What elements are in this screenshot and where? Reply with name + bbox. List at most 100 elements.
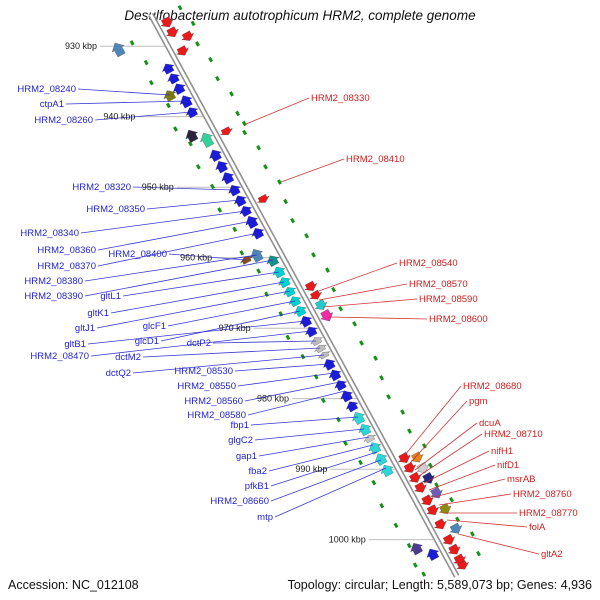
gene-arrow	[314, 344, 327, 354]
gene-arrow	[416, 461, 430, 474]
gene-marker	[215, 75, 220, 82]
gene-arrow	[421, 471, 435, 484]
gene-marker	[241, 120, 247, 127]
tick-label: 980 kbp	[257, 394, 289, 404]
gene-arrow	[233, 195, 247, 208]
leader-line	[414, 422, 478, 471]
leader-line	[84, 254, 258, 282]
gene-label-left: HRM2_08560	[184, 396, 243, 407]
figure-title: Desulfobacterium autotrophicum HRM2, com…	[124, 8, 476, 23]
leader-line	[110, 281, 285, 314]
tick-label: 970 kbp	[219, 323, 251, 333]
gene-marker	[148, 79, 154, 86]
gene-label-right: HRM2_08590	[419, 294, 478, 305]
gene-marker	[335, 416, 341, 423]
gene-arrow	[185, 107, 199, 119]
leader-line	[318, 283, 408, 301]
gene-label-left: glgC2	[228, 435, 253, 446]
gene-marker	[173, 126, 178, 132]
gene-arrow	[209, 149, 223, 163]
gene-arrow	[111, 42, 126, 58]
gene-label-left: dctQ2	[106, 368, 131, 379]
gene-arrow	[318, 351, 331, 360]
leader-line	[132, 186, 235, 191]
gene-marker	[421, 443, 427, 449]
gene-label-left: gltB1	[64, 339, 86, 350]
gene-label-left: HRM2_08470	[30, 351, 89, 362]
leader-line	[423, 450, 490, 484]
leader-line	[96, 290, 291, 329]
gene-arrow	[433, 518, 447, 530]
gene-label-left: HRM2_08340	[20, 228, 79, 239]
gene-arrow	[410, 542, 424, 556]
gene-arrow	[165, 26, 179, 38]
leader-line	[84, 259, 274, 297]
gene-marker	[343, 440, 348, 446]
tick-label: 930 kbp	[65, 41, 97, 51]
leader-line	[250, 416, 359, 426]
gene-arrow	[455, 559, 470, 570]
gene-label-right: HRM2_08410	[346, 154, 405, 165]
gene-arrow	[239, 206, 253, 218]
leader-line	[212, 340, 317, 344]
gene-label-right: HRM2_08760	[513, 489, 572, 500]
leader-line	[270, 459, 382, 502]
gene-arrow	[352, 411, 366, 426]
gene-marker	[208, 56, 214, 63]
gene-label-left: HRM2_08550	[177, 381, 236, 392]
gene-marker	[476, 550, 481, 557]
gene-label-left: fbp1	[231, 420, 250, 431]
gene-arrow	[426, 548, 440, 562]
gene-marker	[421, 571, 427, 577]
gene-arrow	[380, 464, 394, 478]
gene-label-left: gltJ1	[75, 323, 95, 334]
gene-arrow	[179, 95, 193, 109]
gene-label-right: HRM2_08540	[399, 258, 458, 269]
gene-marker	[217, 207, 223, 213]
gene-marker	[311, 252, 316, 258]
gene-arrow	[334, 380, 348, 392]
gene-label-right: HRM2_08680	[463, 381, 522, 392]
gene-arrow	[160, 16, 174, 28]
gene-label-right: gltA2	[541, 549, 563, 560]
gene-marker	[371, 479, 377, 486]
gene-label-left: HRM2_08240	[17, 84, 76, 95]
gene-label-right: HRM2_08570	[409, 279, 468, 290]
gene-arrow	[250, 248, 264, 263]
gene-arrow	[314, 298, 328, 311]
gene-marker	[393, 522, 399, 529]
gene-arrow	[200, 132, 215, 149]
gene-arrow	[293, 306, 308, 318]
leader-line	[446, 519, 528, 528]
gene-label-left: HRM2_08260	[34, 115, 93, 126]
leader-line	[322, 298, 418, 308]
leader-line	[94, 111, 193, 121]
leader-line	[274, 467, 387, 518]
gene-arrow	[322, 359, 337, 371]
gene-label-right: HRM2_08600	[429, 314, 488, 325]
gene-marker	[129, 40, 135, 46]
gene-marker	[256, 268, 262, 274]
accession-text: Accession: NC_012108	[8, 578, 139, 592]
gene-arrow	[228, 184, 242, 197]
gene-label-left: gap1	[236, 451, 257, 462]
gene-label-left: HRM2_08320	[72, 182, 131, 193]
gene-label-left: HRM2_08400	[108, 249, 167, 260]
gene-arrow	[175, 45, 190, 56]
gene-arrow	[320, 308, 334, 322]
gene-marker	[277, 179, 282, 185]
gene-marker	[386, 394, 392, 400]
leader-line	[160, 310, 301, 342]
gene-label-right: pgm	[469, 396, 488, 407]
gene-arrow	[180, 30, 195, 41]
gene-marker	[304, 233, 310, 239]
gene-label-left: gltK1	[87, 308, 109, 319]
leader-line	[122, 271, 280, 297]
gene-arrow	[358, 423, 372, 437]
gene-arrow	[240, 256, 253, 265]
gene-label-right: nifH1	[491, 446, 513, 457]
gene-label-left: HRM2_08370	[37, 261, 96, 272]
gene-marker	[195, 164, 201, 170]
leader-line	[237, 372, 335, 387]
leader-line	[244, 381, 341, 402]
